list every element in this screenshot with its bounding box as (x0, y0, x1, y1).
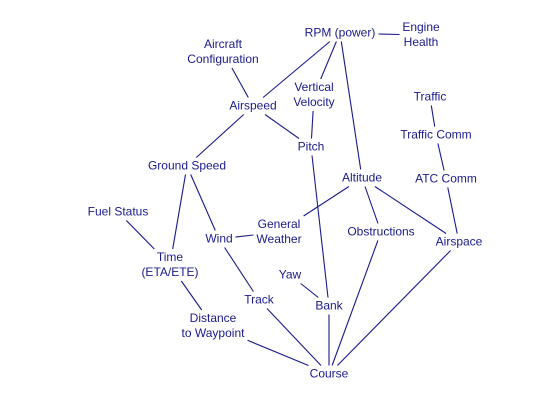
edge-track-to-course (266, 308, 322, 366)
node-traffic: Traffic (412, 89, 448, 105)
edge-aircraft-config-to-airspeed (231, 67, 249, 98)
node-yaw: Yaw (277, 267, 303, 283)
edge-altitude-to-obstructions (364, 186, 379, 224)
node-bank: Bank (314, 298, 344, 314)
edge-pitch-to-bank (311, 155, 329, 298)
node-general-weather: General Weather (255, 217, 303, 247)
edge-altitude-to-general-weather (303, 186, 350, 217)
node-aircraft-configuration: Aircraft Configuration (186, 37, 260, 67)
node-altitude: Altitude (340, 170, 384, 186)
edge-airspeed-to-pitch (264, 114, 300, 139)
node-time: Time (ETA/ETE) (140, 250, 200, 280)
edge-ground-speed-to-wind (190, 174, 216, 231)
node-course: Course (308, 366, 350, 382)
edge-yaw-to-bank (300, 283, 319, 298)
edge-airspace-to-course (337, 250, 451, 366)
edge-obstructions-to-course (331, 240, 379, 366)
edge-altitude-to-airspace (374, 186, 447, 234)
node-atc-comm: ATC Comm (414, 171, 478, 187)
edge-ground-speed-to-time (172, 174, 187, 250)
node-traffic-comm: Traffic Comm (399, 127, 473, 143)
node-fuel-status: Fuel Status (86, 204, 150, 220)
edge-traffic-to-traffic-comm (430, 105, 436, 127)
node-engine-health: Engine Health (401, 20, 441, 50)
edge-rpm-to-airspeed (262, 41, 331, 98)
node-rpm: RPM (power) (303, 25, 377, 41)
edge-fuel-status-to-time (125, 220, 155, 250)
edge-rpm-to-engine-health (378, 33, 400, 36)
node-distance-to-waypoint: Distance to Waypoint (180, 311, 246, 341)
edge-wind-to-track (224, 247, 254, 292)
node-obstructions: Obstructions (346, 224, 416, 240)
edge-rpm-to-altitude (340, 41, 362, 170)
node-airspeed: Airspeed (228, 98, 278, 114)
edge-time-to-distance (180, 280, 203, 311)
edge-airspeed-to-ground-speed (195, 114, 245, 158)
edge-traffic-comm-to-atc-comm (437, 143, 445, 171)
node-track: Track (243, 292, 275, 308)
node-wind: Wind (204, 231, 234, 247)
node-vertical-velocity: Vertical Velocity (292, 80, 336, 110)
edge-distance-to-course (247, 339, 309, 367)
node-airspace: Airspace (434, 234, 484, 250)
node-pitch: Pitch (296, 139, 326, 155)
edge-atc-comm-to-airspace (447, 187, 458, 234)
edge-rpm-to-vertical-velocity (320, 41, 337, 80)
node-ground-speed: Ground Speed (146, 158, 228, 174)
edge-wind-to-general-weather (235, 234, 254, 238)
edge-vertical-velocity-to-pitch (310, 110, 314, 139)
